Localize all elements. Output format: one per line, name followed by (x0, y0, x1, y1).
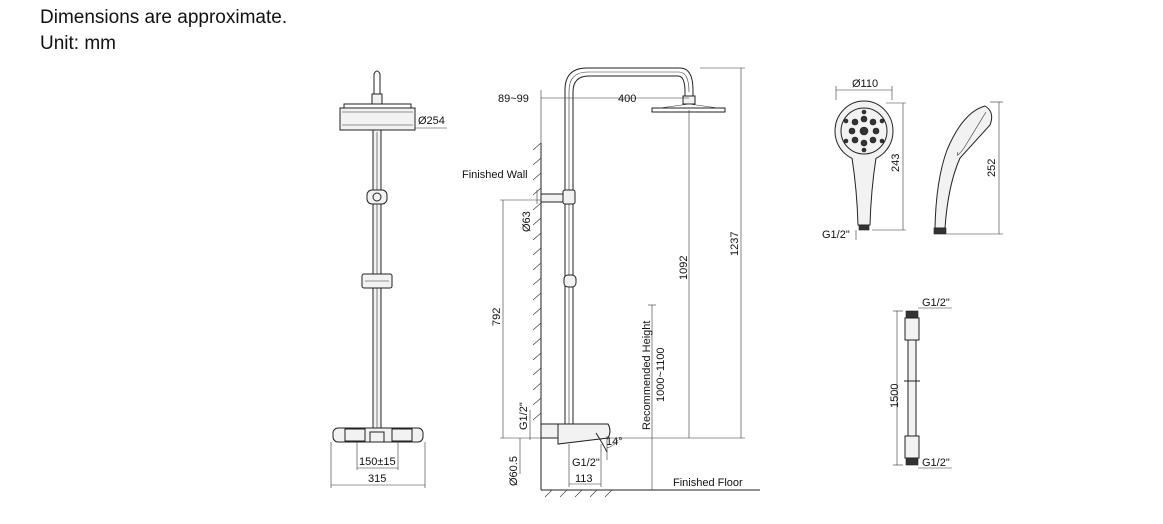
side-total-height: 1237 (729, 232, 741, 256)
hose-top-nut (905, 310, 919, 319)
hand-spray-pattern (843, 109, 885, 153)
side-mixer-diameter: Ø60.5 (508, 456, 520, 486)
hose-top-cone (904, 317, 920, 341)
front-view: Ø254 150±15 315 (330, 70, 447, 488)
side-arm-height: 1092 (678, 256, 690, 280)
side-spout-angle: 14° (606, 436, 623, 448)
hose-bottom-nut (905, 457, 919, 466)
side-bracket-diameter: Ø63 (521, 211, 533, 232)
hose-thread-top: G1/2" (922, 297, 950, 309)
hand-shower-side (934, 105, 993, 229)
front-head-top (343, 103, 412, 109)
front-mixer-width: 315 (368, 473, 386, 485)
finished-wall-label: Finished Wall (462, 169, 528, 181)
front-riser-top (373, 70, 381, 94)
hand-shower: Ø110 G1/2" 243 252 (822, 78, 1003, 241)
hose-length: 1500 (889, 384, 901, 408)
side-bracket-height: 792 (491, 308, 503, 326)
hand-length-front: 243 (890, 154, 902, 172)
side-slider (563, 274, 577, 288)
side-head-connector (682, 95, 696, 105)
side-spout-reach: 113 (575, 473, 593, 485)
note-dimensions: Dimensions are approximate. (40, 7, 288, 28)
hand-shower-handle (851, 157, 877, 226)
side-inlet-thread: G1/2" (518, 402, 530, 430)
side-wall-bracket (540, 193, 564, 203)
front-head-diameter: Ø254 (418, 115, 445, 127)
side-outlet-thread: G1/2" (572, 457, 600, 469)
recommended-height-label: Recommended Height (641, 321, 653, 430)
finished-floor-label: Finished Floor (673, 477, 743, 489)
hose-tube (907, 339, 917, 437)
side-shower-head (651, 107, 726, 113)
hose: G1/2" G1/2" 1500 (889, 297, 952, 469)
recommended-height-value: 1000~1100 (655, 347, 667, 402)
side-view: 89~99 400 Finished Wall Ø63 792 G1/2" Ø6… (462, 67, 760, 498)
hand-shower-thread (858, 224, 870, 231)
hand-face-diameter: Ø110 (852, 78, 878, 90)
side-arm-reach: 400 (618, 93, 636, 105)
front-wall-bracket (366, 189, 388, 205)
hose-bottom-cone (904, 435, 920, 459)
side-mixer (557, 423, 611, 445)
note-unit: Unit: mm (40, 33, 116, 54)
side-wall-offset: 89~99 (498, 93, 529, 105)
front-inlet-spacing: 150±15 (359, 456, 396, 468)
front-shower-head (339, 107, 416, 131)
side-riser-outer (564, 67, 694, 430)
front-head-connector (371, 93, 383, 105)
hand-length-side: 252 (986, 159, 998, 177)
hand-thread: G1/2" (822, 229, 850, 241)
hose-thread-bottom: G1/2" (922, 457, 950, 469)
side-riser-inner (572, 75, 686, 430)
